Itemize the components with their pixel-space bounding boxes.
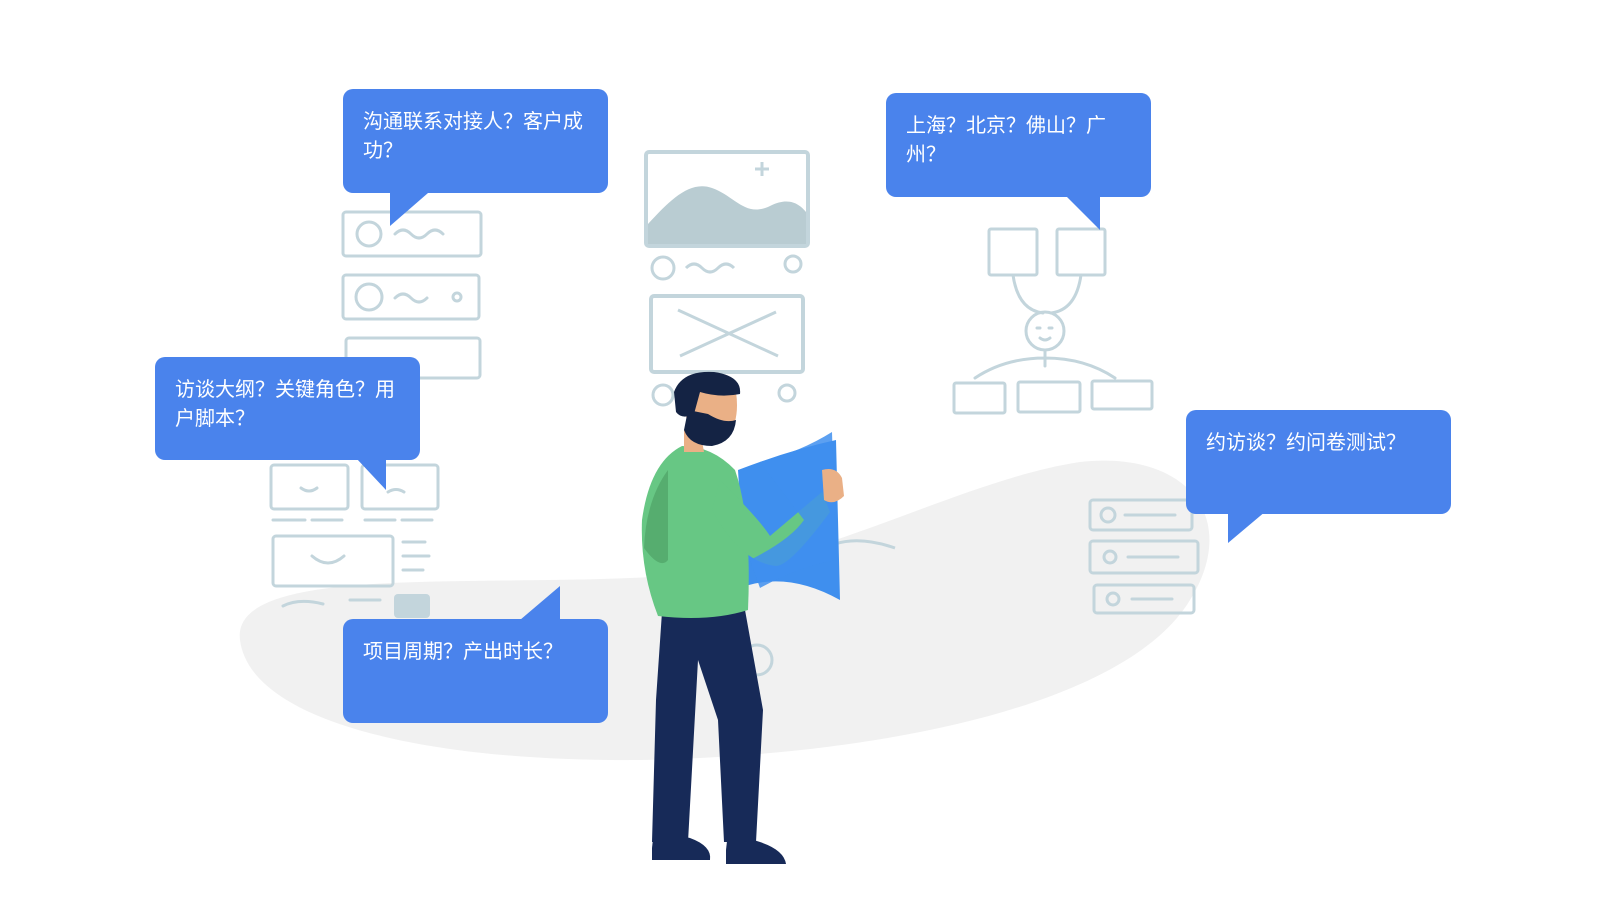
bubble-text-outline: 访谈大纲？关键角色？用户脚本？	[175, 377, 395, 430]
speech-bubble-cycle: 项目周期？产出时长？	[343, 619, 608, 723]
speech-bubble-contact: 沟通联系对接人？客户成功？	[343, 89, 608, 193]
speech-bubble-city: 上海？北京？佛山？广州？	[886, 93, 1151, 197]
speech-bubble-outline: 访谈大纲？关键角色？用户脚本？	[155, 357, 420, 460]
sketch-org-diagram	[952, 227, 1154, 415]
person-figure	[641, 371, 844, 864]
sketch-stacked-list	[1088, 498, 1200, 615]
sketch-block	[394, 594, 430, 618]
bubble-tail-cycle	[520, 586, 560, 620]
sketch-face-cards	[269, 463, 440, 608]
bubble-text-cycle: 项目周期？产出时长？	[363, 639, 563, 663]
bubble-text-city: 上海？北京？佛山？广州？	[906, 113, 1106, 166]
bubble-text-contact: 沟通联系对接人？客户成功？	[363, 109, 583, 162]
bubble-tail-contact	[390, 193, 428, 226]
bubble-tail-outline	[356, 458, 386, 490]
sketch-list-cards	[341, 210, 483, 380]
bubble-tail-city	[1066, 196, 1100, 230]
speech-bubble-invite: 约访谈？约问卷测试？	[1186, 410, 1451, 514]
bubble-text-invite: 约访谈？约问卷测试？	[1206, 430, 1406, 454]
bubble-tail-invite	[1228, 511, 1266, 543]
